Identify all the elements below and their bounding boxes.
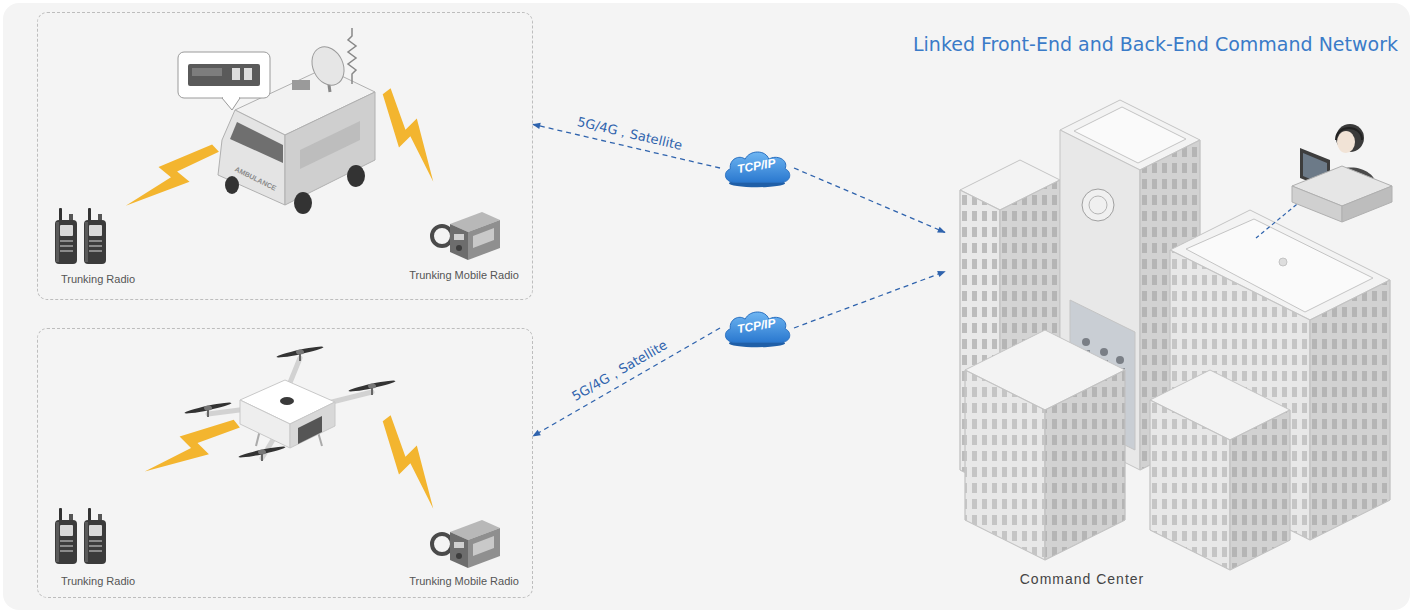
- lightning-bolt: [367, 414, 454, 513]
- mobile-radio-icon: [432, 212, 500, 260]
- ambulance-vehicle: [300, 121, 360, 169]
- network-link: [533, 328, 720, 436]
- cloud-outline: [725, 152, 789, 182]
- operator-workstation: [1292, 186, 1342, 222]
- command-center-building: [1150, 400, 1230, 570]
- command-center-building: [1082, 189, 1114, 221]
- ambulance-vehicle: [223, 97, 239, 99]
- operator-workstation: [1336, 124, 1364, 152]
- ambulance-vehicle: [348, 28, 356, 84]
- ambulance-vehicle: [294, 192, 312, 214]
- device-label: Trunking Mobile Radio: [409, 269, 519, 282]
- ambulance-vehicle: [222, 98, 240, 110]
- building-node: Command Center: [945, 105, 1400, 595]
- link-label: 5G/4G，Satellite: [573, 113, 685, 154]
- command-center-building: [1150, 400, 1230, 570]
- command-center-building: [1045, 370, 1125, 560]
- trunking-radio-icon: [55, 508, 77, 564]
- drone: [298, 416, 322, 444]
- drone: [240, 400, 290, 448]
- ambulance-vehicle: [306, 42, 350, 91]
- trunking-radio-icon: [84, 208, 106, 264]
- command-center-building: [1310, 280, 1390, 540]
- command-center-building: [1082, 338, 1090, 346]
- ambulance-vehicle: [292, 80, 310, 90]
- drone: [348, 379, 396, 395]
- device-group-box: Trunking Radio Trunking Mobile Radio: [37, 12, 533, 300]
- network-cloud: TCP/IP: [720, 148, 794, 188]
- drone: [208, 358, 372, 458]
- device-label: Trunking Mobile Radio: [409, 575, 519, 588]
- link-label: 5G/4G，Satellite: [568, 336, 672, 405]
- command-center-building: [1230, 410, 1290, 570]
- drone: [184, 345, 396, 461]
- ambulance-vehicle: [192, 68, 222, 76]
- command-center-building: [1230, 410, 1290, 570]
- ambulance-vehicle: [347, 165, 365, 187]
- command-center-building: [1089, 196, 1107, 214]
- lightning-bolt: [141, 404, 241, 492]
- drone: [280, 397, 294, 405]
- ambulance-vehicle: [230, 122, 283, 163]
- trunking-radio-icon: [55, 208, 77, 264]
- ambulance-vehicle: [178, 52, 270, 98]
- vehicle-marking: AMBULANCE: [234, 165, 277, 191]
- diagram-title: Linked Front-End and Back-End Command Ne…: [913, 33, 1398, 55]
- device-group-box: Trunking Radio Trunking Mobile Radio: [37, 328, 533, 598]
- cloud-outline: [725, 312, 789, 342]
- drone: [276, 345, 324, 361]
- ambulance-vehicle: [188, 64, 260, 86]
- command-center-building: [1045, 370, 1125, 560]
- ambulance-vehicle: [244, 68, 252, 80]
- lightning-bolt: [367, 87, 454, 186]
- operator-workstation: [1256, 124, 1392, 238]
- mobile-radio-icon: [432, 520, 500, 568]
- drone: [290, 402, 335, 448]
- command-center-building: [1100, 348, 1108, 356]
- command-center-building: [960, 100, 1390, 570]
- network-link: [794, 168, 945, 232]
- command-center-building: [965, 370, 1045, 560]
- command-center-building: [1116, 356, 1124, 364]
- command-center-building: [1310, 280, 1390, 540]
- drone: [238, 445, 286, 461]
- operator-workstation: [1342, 186, 1392, 222]
- ambulance-vehicle: [285, 92, 375, 205]
- ambulance-vehicle: [225, 176, 239, 194]
- network-cloud: TCP/IP: [720, 308, 794, 348]
- trunking-radio-icon: [55, 208, 106, 564]
- operator-workstation: [1337, 131, 1355, 153]
- network-link: [794, 272, 945, 328]
- device-label: Trunking Radio: [61, 575, 135, 588]
- mobile-radio-icon: [432, 212, 500, 568]
- command-center-building: [1279, 258, 1287, 266]
- operator-workstation: [1336, 128, 1362, 140]
- lightning-bolt: [122, 130, 221, 225]
- drone: [184, 401, 232, 417]
- operator-workstation: [1256, 200, 1302, 238]
- command-center-building: [965, 370, 1045, 560]
- ambulance-vehicle: [232, 68, 240, 80]
- building-label: Command Center: [1020, 571, 1145, 588]
- ambulance-vehicle: [218, 110, 285, 205]
- ambulance-vehicle: [178, 28, 375, 214]
- trunking-radio-icon: [84, 508, 106, 564]
- device-label: Trunking Radio: [61, 273, 135, 286]
